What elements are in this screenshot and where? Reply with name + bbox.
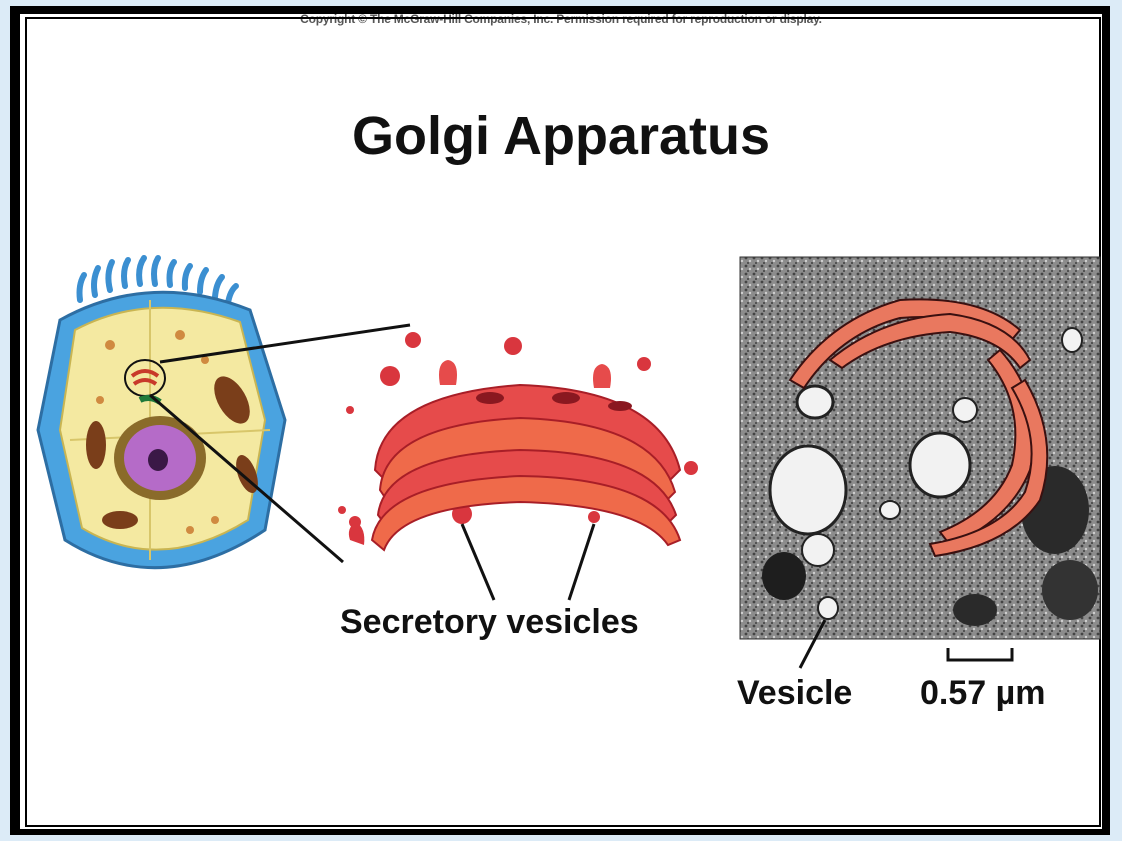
scale-bar xyxy=(948,648,1012,660)
secretory-vesicles-label: Secretory vesicles xyxy=(340,603,639,642)
vesicle-label: Vesicle xyxy=(737,674,852,713)
pointer-line-left xyxy=(462,524,494,600)
scale-label: 0.57 µm xyxy=(920,674,1045,713)
cell-illustration xyxy=(38,258,285,568)
nucleolus xyxy=(148,449,168,471)
golgi-stack xyxy=(338,332,698,550)
electron-micrograph xyxy=(740,257,1100,668)
pointer-line-right xyxy=(569,524,594,600)
